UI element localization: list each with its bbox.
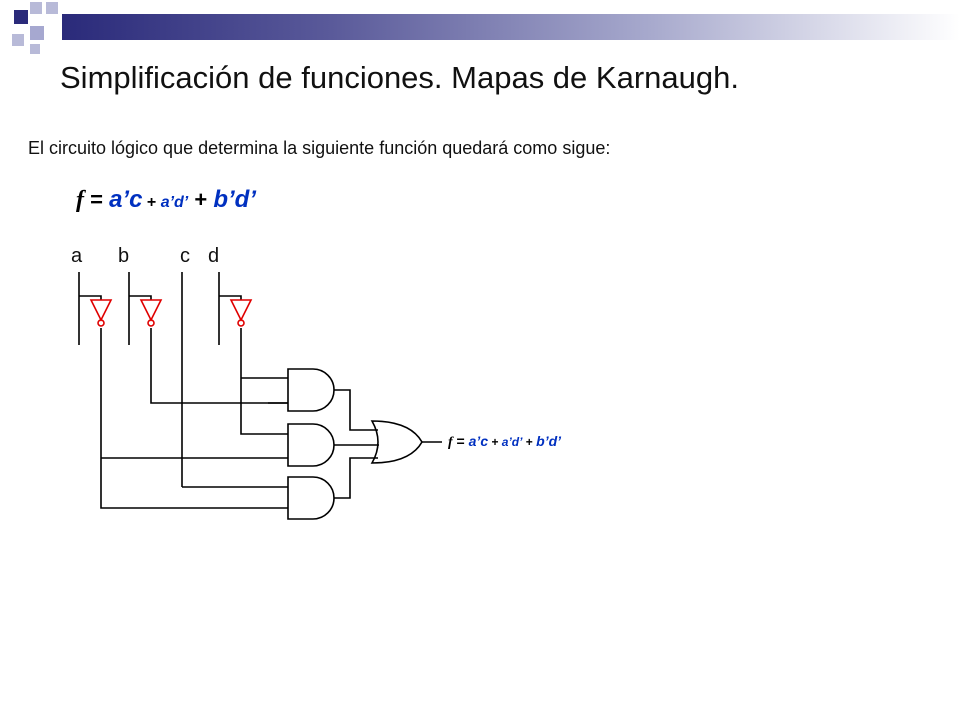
input-label-a: a: [71, 245, 83, 267]
and-gate-3: [287, 476, 335, 520]
header-bar: [62, 14, 960, 40]
formula-term-3: b’d’: [213, 186, 256, 213]
wire-and3-out: [334, 457, 378, 499]
corner-square-dark: [14, 10, 28, 24]
not-gate-a-bubble: [97, 319, 105, 327]
output-equals: =: [452, 433, 469, 449]
wire-a-inverted: [100, 328, 288, 509]
formula-term-2: a’d’: [160, 194, 189, 211]
formula-plus-1: +: [142, 194, 161, 211]
intro-text: El circuito lógico que determina la sigu…: [28, 138, 611, 158]
not-gate-b: [139, 299, 163, 322]
corner-square-light: [12, 34, 24, 46]
output-term-3: b’d’: [536, 433, 562, 449]
not-gate-d: [229, 299, 253, 322]
formula-equals: =: [84, 187, 110, 212]
formula-term-1: a’c: [109, 186, 143, 213]
input-label-b: b: [118, 245, 129, 267]
and-gate-1: [287, 368, 335, 412]
output-term-1: a’c: [468, 433, 489, 449]
corner-square-light: [30, 44, 40, 54]
formula-plus-2: +: [188, 187, 214, 212]
output-plus-2: +: [522, 435, 537, 449]
input-label-d: d: [208, 245, 219, 267]
output-plus-1: +: [488, 435, 502, 449]
corner-square-light: [30, 26, 44, 40]
and-gate-2: [287, 423, 335, 467]
corner-square-light: [30, 2, 42, 14]
corner-square-light: [46, 2, 58, 14]
wire-and1-out: [334, 389, 378, 431]
wire-a-branch: [79, 295, 102, 300]
formula-f: f: [76, 187, 84, 213]
output-term-2: a’d’: [501, 435, 523, 449]
output-f: f: [448, 435, 453, 450]
output-formula: f = a’c + a’d’ + b’d’: [448, 433, 561, 451]
function-formula: f = a’c + a’d’ + b’d’: [76, 186, 256, 214]
wire-b-branch: [129, 295, 152, 300]
wire-b-inverted: [150, 328, 288, 404]
wire-d-branch: [219, 295, 242, 300]
or-gate: [370, 420, 423, 464]
slide-title: Simplificación de funciones. Mapas de Ka…: [60, 60, 739, 95]
not-gate-b-bubble: [147, 319, 155, 327]
not-gate-d-bubble: [237, 319, 245, 327]
not-gate-a: [89, 299, 113, 322]
wire-d-inverted: [240, 328, 288, 435]
input-label-c: c: [180, 245, 190, 267]
